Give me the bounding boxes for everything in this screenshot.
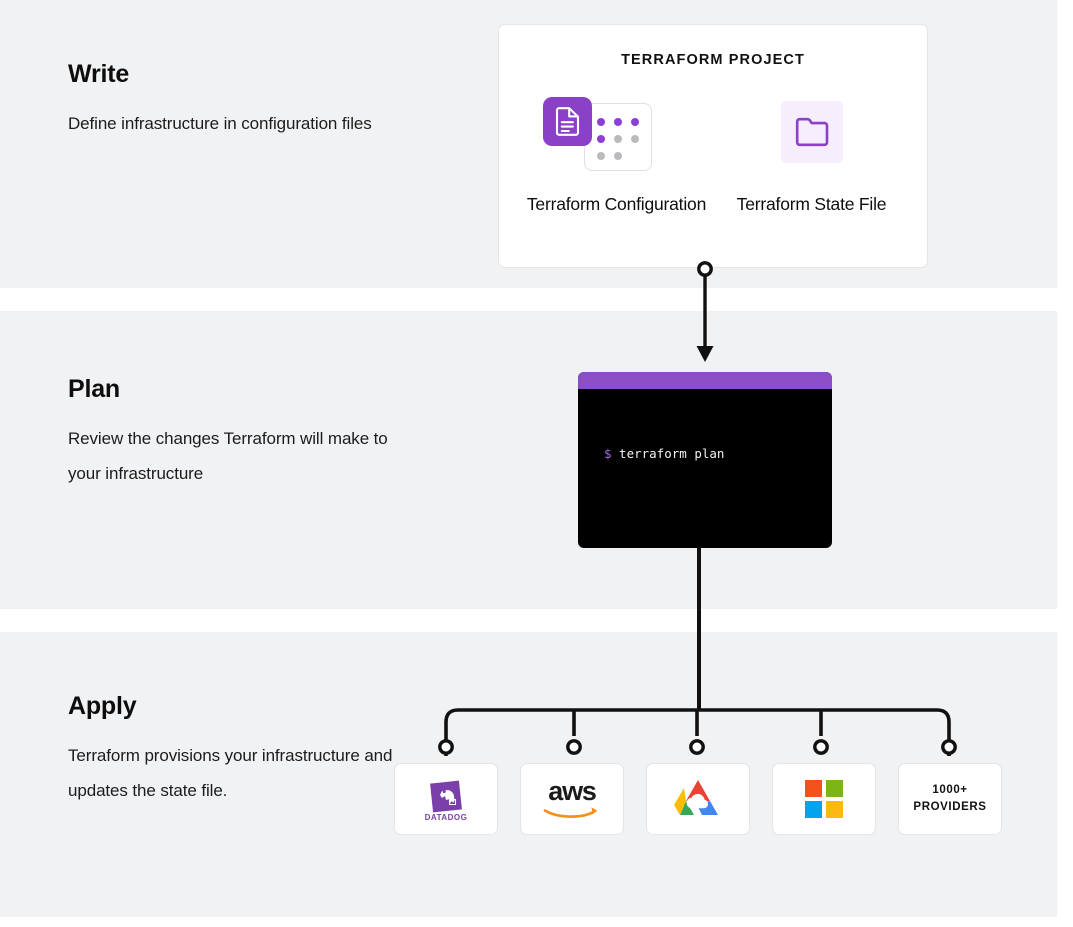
terminal-window: $ terraform plan ... Terraform will perf… <box>578 372 832 548</box>
google-cloud-logo <box>674 780 718 815</box>
terminal-command-line: $ terraform plan <box>604 445 832 462</box>
datadog-logo: DATADOG <box>425 780 468 822</box>
terraform-state-file-label: Terraform State File <box>736 194 887 214</box>
terminal-spacer <box>604 496 832 512</box>
document-icon <box>524 97 709 175</box>
provider-card-google-cloud[interactable] <box>646 763 750 835</box>
more-providers-caption: PROVIDERS <box>913 801 987 813</box>
terminal-prompt: $ <box>604 446 612 461</box>
provider-cards-row: DATADOG aws 1000+ P <box>394 763 1010 835</box>
stage-write: Write Define infrastructure in configura… <box>68 62 398 141</box>
terminal-title-bar <box>578 372 832 389</box>
terraform-project-card: TERRAFORM PROJECT Terraform Configuratio… <box>498 24 928 268</box>
terminal-command: terraform plan <box>611 446 725 461</box>
terminal-body: $ terraform plan ... Terraform will perf… <box>578 389 832 548</box>
connector-plan-to-apply-stem <box>697 548 701 711</box>
stage-plan-title: Plan <box>68 375 120 403</box>
aws-logo: aws <box>543 776 601 819</box>
config-plate <box>584 103 652 171</box>
aws-wordmark: aws <box>548 776 597 806</box>
state-file-tile <box>781 101 843 163</box>
provider-card-aws[interactable]: aws <box>520 763 624 835</box>
section-band-plan <box>0 311 1057 609</box>
terraform-project-title: TERRAFORM PROJECT <box>621 52 805 68</box>
terminal-ellipsis: ... <box>604 546 832 548</box>
folder-icon <box>719 97 904 175</box>
stage-apply-title: Apply <box>68 692 137 720</box>
provider-card-datadog[interactable]: DATADOG <box>394 763 498 835</box>
dot-grid-icon <box>597 118 641 162</box>
more-providers-count: 1000+ <box>932 784 968 796</box>
terraform-configuration-label: Terraform Configuration <box>526 194 707 214</box>
stage-apply: Apply Terraform provisions your infrastr… <box>68 694 398 808</box>
stage-write-title: Write <box>68 60 130 88</box>
connector-apply-bracket <box>438 708 957 756</box>
document-badge-icon <box>543 97 592 146</box>
provider-card-microsoft[interactable] <box>772 763 876 835</box>
stage-plan-description: Review the changes Terraform will make t… <box>68 429 388 483</box>
aws-smile-icon <box>543 807 597 818</box>
stage-apply-description: Terraform provisions your infrastructure… <box>68 746 393 800</box>
connector-write-to-plan-arrow <box>696 261 714 362</box>
microsoft-logo <box>805 780 843 818</box>
stage-write-description: Define infrastructure in configuration f… <box>68 114 372 133</box>
stage-plan: Plan Review the changes Terraform will m… <box>68 377 398 491</box>
terraform-configuration-item: Terraform Configuration <box>524 97 709 218</box>
provider-card-more-providers[interactable]: 1000+ PROVIDERS <box>898 763 1002 835</box>
terraform-state-file-item: Terraform State File <box>719 97 904 218</box>
more-providers-text: 1000+ PROVIDERS <box>913 782 986 816</box>
